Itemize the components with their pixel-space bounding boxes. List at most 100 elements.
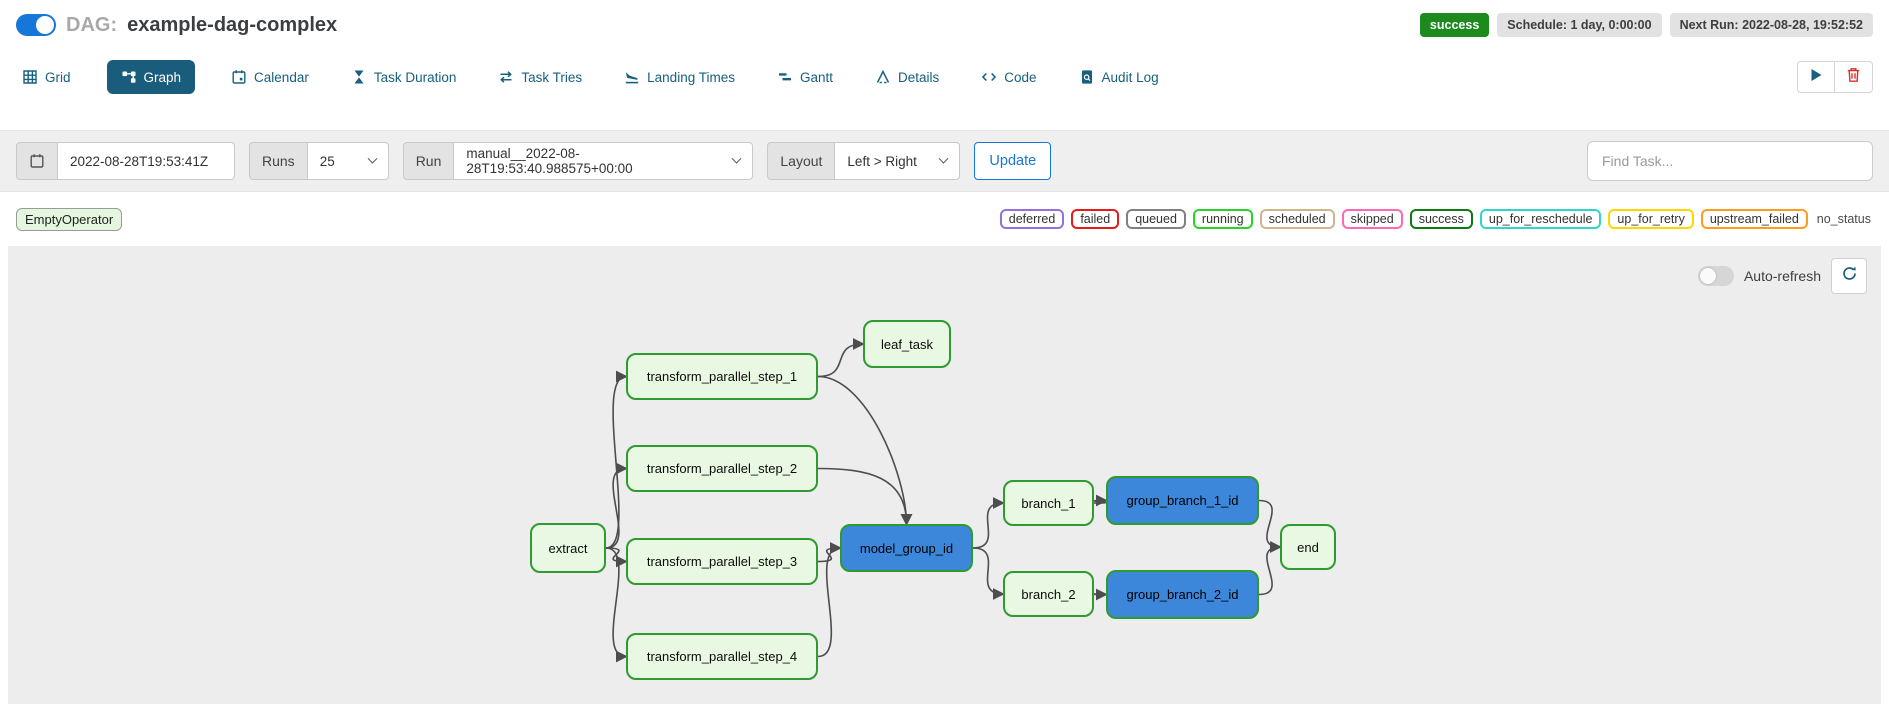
calendar-picker-button[interactable]: [16, 142, 57, 180]
edge-extract-to-transform_parallel_step_4: [605, 547, 628, 663]
edge-branch_1-to-group_branch_1_id: [1093, 494, 1108, 507]
autorefresh-controls: Auto-refresh: [1697, 258, 1867, 294]
task-node-branch_1[interactable]: branch_1: [1003, 480, 1094, 526]
audit-log-icon: [1079, 69, 1095, 85]
operator-legend-badge[interactable]: EmptyOperator: [16, 207, 123, 231]
view-tabbar: Grid Graph Calendar Task Duration Task T…: [0, 48, 1889, 112]
task-node-group_branch_1_id[interactable]: group_branch_1_id: [1106, 476, 1259, 525]
legend-status-scheduled[interactable]: scheduled: [1259, 209, 1335, 229]
chevron-down-icon: [731, 153, 742, 164]
play-icon: [1810, 68, 1823, 87]
status-legend: deferred failed queued running scheduled skip…: [999, 209, 1873, 229]
edge-transform_parallel_step_2-to-model_group_id: [817, 467, 913, 526]
graph-filter-bar: Runs 25 Run manual__2022-08-28T19:53:40.…: [0, 130, 1889, 192]
edge-branch_2-to-group_branch_2_id: [1093, 588, 1108, 601]
dag-edges-layer: [605, 338, 1282, 663]
edge-extract-to-transform_parallel_step_3: [605, 547, 628, 568]
legend-bar: EmptyOperator deferred failed queued runnin…: [0, 192, 1889, 246]
grid-icon: [22, 69, 38, 85]
legend-status-running[interactable]: running: [1192, 209, 1253, 229]
page-title: example-dag-complex: [127, 13, 338, 36]
update-button[interactable]: Update: [974, 142, 1052, 180]
edge-model_group_id-to-branch_1: [972, 497, 1005, 549]
run-select-group: Run manual__2022-08-28T19:53:40.988575+0…: [402, 142, 754, 180]
edge-transform_parallel_step_1-to-model_group_id: [817, 375, 913, 526]
base-date-group: [16, 142, 235, 180]
tab-gantt[interactable]: Gantt: [771, 60, 839, 94]
refresh-icon: [1841, 265, 1858, 287]
legend-status-skipped[interactable]: skipped: [1341, 209, 1403, 229]
runs-select-group: Runs 25: [249, 142, 389, 180]
refresh-button[interactable]: [1831, 258, 1867, 294]
chevron-down-icon: [367, 153, 378, 164]
legend-status-success[interactable]: success: [1409, 209, 1473, 229]
calendar-icon: [231, 69, 247, 85]
repeat-icon: [498, 69, 514, 85]
tab-details[interactable]: Details: [869, 60, 945, 94]
plane-landing-icon: [624, 69, 640, 85]
legend-status-no_status: no_status: [1814, 211, 1873, 227]
edge-group_branch_2_id-to-end: [1258, 541, 1282, 596]
runs-select[interactable]: 25: [306, 142, 389, 180]
next-run-badge: Next Run: 2022-08-28, 19:52:52: [1669, 13, 1873, 37]
status-badge: success: [1419, 13, 1490, 37]
dag-prefix-label: DAG:: [66, 13, 118, 36]
task-node-transform_parallel_step_3[interactable]: transform_parallel_step_3: [626, 538, 818, 585]
trash-icon: [1846, 67, 1861, 88]
legend-status-up_for_reschedule[interactable]: up_for_reschedule: [1479, 209, 1602, 229]
auto-refresh-toggle[interactable]: [1697, 266, 1734, 286]
edge-extract-to-transform_parallel_step_1: [605, 370, 628, 549]
tab-audit-log[interactable]: Audit Log: [1073, 60, 1165, 94]
layout-select-group: Layout Left > Right: [767, 142, 961, 180]
header-badges: success Schedule: 1 day, 0:00:00 Next Ru…: [1419, 13, 1873, 37]
tab-task-tries[interactable]: Task Tries: [492, 60, 588, 94]
page-header: DAG: example-dag-complex success Schedul…: [0, 0, 1889, 48]
gantt-icon: [777, 69, 793, 85]
run-select[interactable]: manual__2022-08-28T19:53:40.988575+00:00: [453, 142, 754, 180]
task-node-leaf_task[interactable]: leaf_task: [863, 320, 951, 368]
task-node-end[interactable]: end: [1280, 524, 1336, 570]
task-node-branch_2[interactable]: branch_2: [1003, 571, 1094, 617]
trigger-dag-button[interactable]: [1797, 61, 1835, 93]
tab-graph[interactable]: Graph: [106, 60, 196, 94]
graph-icon: [121, 69, 137, 85]
schedule-badge: Schedule: 1 day, 0:00:00: [1497, 13, 1662, 37]
toggle-knob: [36, 16, 54, 34]
dag-graph-panel: extract transform_parallel_step_1 transfor…: [8, 246, 1881, 704]
legend-status-failed[interactable]: failed: [1071, 209, 1120, 229]
edge-transform_parallel_step_3-to-model_group_id: [817, 542, 842, 563]
edge-transform_parallel_step_4-to-model_group_id: [817, 542, 842, 658]
task-node-transform_parallel_step_1[interactable]: transform_parallel_step_1: [626, 353, 818, 400]
edge-transform_parallel_step_1-to-leaf_task: [817, 338, 865, 378]
legend-status-deferred[interactable]: deferred: [999, 209, 1065, 229]
tab-landing-times[interactable]: Landing Times: [618, 60, 741, 94]
run-label: Run: [402, 142, 454, 180]
task-node-transform_parallel_step_2[interactable]: transform_parallel_step_2: [626, 445, 818, 492]
edge-extract-to-transform_parallel_step_2: [605, 462, 628, 549]
code-icon: [981, 69, 997, 85]
base-date-input[interactable]: [57, 142, 235, 180]
layout-label: Layout: [767, 142, 835, 180]
details-icon: [875, 69, 891, 85]
layout-select[interactable]: Left > Right: [834, 142, 961, 180]
dag-actions: [1797, 61, 1873, 93]
delete-dag-button[interactable]: [1835, 61, 1873, 93]
chevron-down-icon: [938, 153, 949, 164]
runs-label: Runs: [249, 142, 307, 180]
task-node-model_group_id[interactable]: model_group_id: [840, 524, 973, 572]
tab-grid[interactable]: Grid: [16, 60, 77, 94]
legend-status-upstream_failed[interactable]: upstream_failed: [1700, 209, 1808, 229]
legend-status-queued[interactable]: queued: [1126, 209, 1186, 229]
task-node-transform_parallel_step_4[interactable]: transform_parallel_step_4: [626, 633, 818, 680]
hourglass-icon: [351, 69, 367, 85]
task-node-group_branch_2_id[interactable]: group_branch_2_id: [1106, 570, 1259, 619]
tab-code[interactable]: Code: [975, 60, 1042, 94]
find-task-input[interactable]: [1587, 141, 1873, 181]
edge-model_group_id-to-branch_2: [972, 547, 1005, 600]
legend-status-up_for_retry[interactable]: up_for_retry: [1608, 209, 1694, 229]
tab-task-duration[interactable]: Task Duration: [345, 60, 463, 94]
edge-group_branch_1_id-to-end: [1258, 499, 1282, 553]
tab-calendar[interactable]: Calendar: [225, 60, 315, 94]
dag-pause-toggle[interactable]: [16, 14, 56, 36]
task-node-extract[interactable]: extract: [530, 523, 606, 573]
